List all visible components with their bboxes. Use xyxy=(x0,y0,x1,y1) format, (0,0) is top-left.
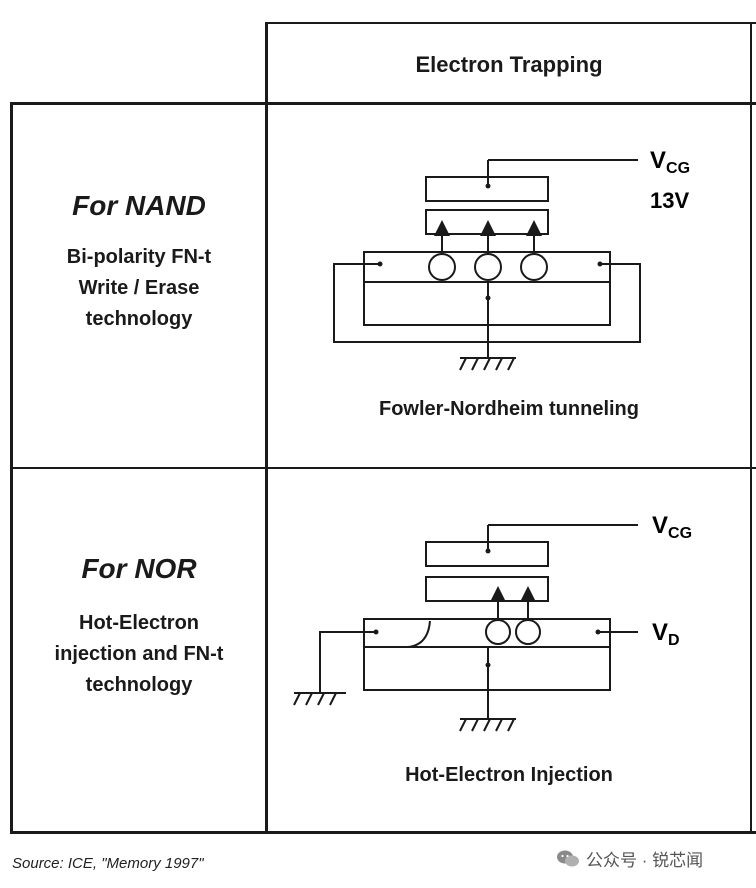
source-wire xyxy=(319,631,376,693)
grid-left-line xyxy=(10,102,13,834)
description-line: technology xyxy=(85,308,193,330)
programming-voltage: 13V xyxy=(650,188,689,213)
gate-voltage-label: VCG xyxy=(652,512,692,542)
description-line: Bi-polarity FN-t xyxy=(66,246,212,268)
description-line: technology xyxy=(85,674,193,696)
row-title-nor: For NOR xyxy=(81,553,197,584)
watermark-text: 公众号 · 锐芯闻 xyxy=(586,851,704,870)
row-description-nand: Bi-polarity FN-t Write / Erase technolog… xyxy=(13,242,265,335)
control-gate xyxy=(425,176,549,202)
grid-top-line xyxy=(265,22,756,24)
row-title-nand: For NAND xyxy=(72,190,206,221)
electron-icon xyxy=(520,253,548,281)
electron-path xyxy=(407,620,431,648)
control-gate xyxy=(425,541,549,567)
row-description-nor: Hot-Electron injection and FN-t technolo… xyxy=(13,608,265,701)
column-header: Electron Trapping xyxy=(415,52,603,77)
grid-bottom-line xyxy=(10,831,756,834)
gate-voltage-label: VCG xyxy=(650,147,690,177)
grid-center-line xyxy=(265,22,268,834)
wechat-icon xyxy=(557,850,579,866)
electron-icon xyxy=(515,619,541,645)
description-line: Hot-Electron xyxy=(79,612,199,634)
description-line: Write / Erase xyxy=(78,277,200,299)
source-citation: Source: ICE, "Memory 1997" xyxy=(12,855,204,872)
watermark: 公众号 · 锐芯闻 xyxy=(556,846,703,871)
channel-region xyxy=(363,251,611,283)
grid-row-divider xyxy=(10,467,756,469)
electron-icon xyxy=(474,253,502,281)
drain-voltage-label: VD xyxy=(652,619,680,649)
floating-gate xyxy=(425,576,549,602)
grid-right-line xyxy=(750,22,752,834)
grid-header-bottom-line xyxy=(10,102,756,105)
electron-icon xyxy=(485,619,511,645)
diagram-caption-hot-electron: Hot-Electron Injection xyxy=(405,764,613,786)
electron-icon xyxy=(428,253,456,281)
fn-tunneling-diagram: VCG 13V xyxy=(333,147,690,371)
diagram-caption-fn: Fowler-Nordheim tunneling xyxy=(379,398,639,420)
description-line: injection and FN-t xyxy=(54,643,224,665)
hot-electron-diagram: VCG VD xyxy=(293,512,692,732)
